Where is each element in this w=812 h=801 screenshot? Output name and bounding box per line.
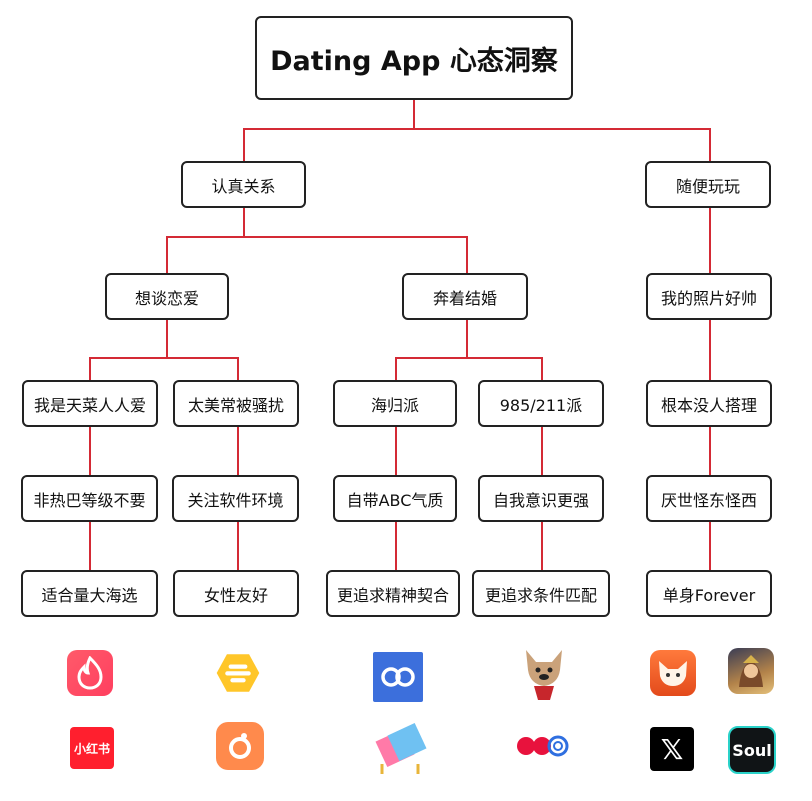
bumble-hexagon-icon <box>215 650 261 696</box>
xiaohongshu-logo-icon: 小红书 <box>70 727 114 769</box>
connector <box>395 426 397 476</box>
node-ignored: 根本没人搭理 <box>646 380 772 427</box>
node-mass-selection: 适合量大海选 <box>21 570 158 617</box>
interlocking-rings-app-icon <box>373 652 423 702</box>
tinder-flame-icon <box>67 650 113 696</box>
connector <box>709 128 711 162</box>
connector <box>541 521 543 571</box>
connector <box>237 426 239 476</box>
tilted-card-app-icon <box>370 720 430 778</box>
connector <box>541 426 543 476</box>
connector <box>466 236 468 274</box>
x-label: 𝕏 <box>661 733 684 766</box>
peach-ring-app-icon <box>216 722 264 770</box>
connector <box>395 357 397 381</box>
connector <box>237 521 239 571</box>
node-strong-self: 自我意识更强 <box>478 475 604 522</box>
connector <box>395 357 543 359</box>
dots-ring-app-icon <box>516 727 570 765</box>
node-too-pretty-harassed: 太美常被骚扰 <box>173 380 299 427</box>
node-app-environment: 关注软件环境 <box>172 475 299 522</box>
connector <box>89 426 91 476</box>
connector <box>89 357 91 381</box>
connector <box>395 521 397 571</box>
node-toward-marriage: 奔着结婚 <box>402 273 528 320</box>
connector <box>709 319 711 381</box>
connector <box>166 319 168 359</box>
node-handsome-photos: 我的照片好帅 <box>646 273 772 320</box>
connector <box>709 521 711 571</box>
node-condition-match: 更追求条件匹配 <box>472 570 610 617</box>
connector <box>243 128 711 130</box>
node-elite-uni: 985/211派 <box>478 380 604 427</box>
node-non-hot-level: 非热巴等级不要 <box>21 475 158 522</box>
node-want-love: 想谈恋爱 <box>105 273 229 320</box>
node-loved-by-all: 我是天菜人人爱 <box>22 380 158 427</box>
connector <box>166 236 468 238</box>
connector <box>166 236 168 274</box>
game-hero-icon <box>728 648 774 694</box>
connector <box>709 426 711 476</box>
node-casual: 随便玩玩 <box>645 161 771 208</box>
node-world-weary: 厌世怪东怪西 <box>646 475 772 522</box>
connector <box>89 357 239 359</box>
diagram-title: Dating App 心态洞察 <box>255 16 573 100</box>
soul-logo-icon: Soul <box>728 726 776 774</box>
bulldog-mascot-icon <box>520 646 568 702</box>
node-female-friendly: 女性友好 <box>173 570 299 617</box>
node-serious-relationship: 认真关系 <box>181 161 306 208</box>
soul-label: Soul <box>732 741 771 760</box>
node-abc-vibe: 自带ABC气质 <box>333 475 457 522</box>
connector <box>243 128 245 162</box>
fox-face-app-icon <box>650 650 696 696</box>
node-single-forever: 单身Forever <box>646 570 772 617</box>
connector <box>89 521 91 571</box>
connector <box>237 357 239 381</box>
connector <box>466 319 468 359</box>
node-spiritual-match: 更追求精神契合 <box>326 570 460 617</box>
connector <box>413 99 415 130</box>
connector <box>709 207 711 274</box>
connector <box>541 357 543 381</box>
x-logo-icon: 𝕏 <box>650 727 694 771</box>
node-returnee: 海归派 <box>333 380 457 427</box>
xiaohongshu-label: 小红书 <box>74 740 110 757</box>
connector <box>243 207 245 238</box>
